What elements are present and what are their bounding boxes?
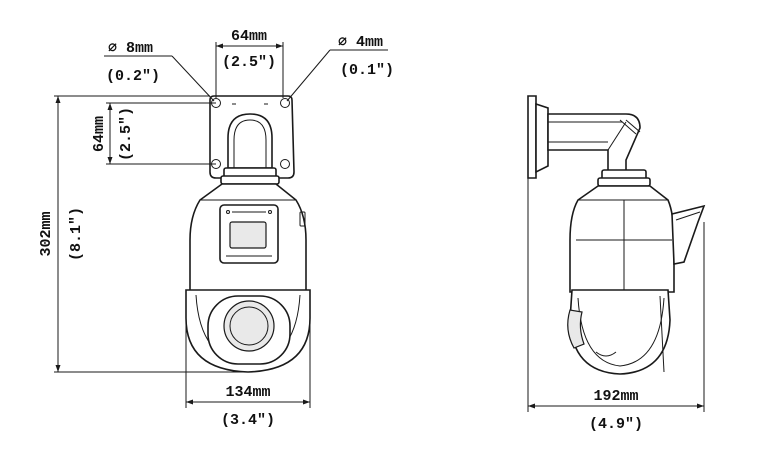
dim-bottom-width: 134mm (3.4") bbox=[185, 318, 311, 429]
side-height-in: (2.5") bbox=[118, 107, 135, 161]
hole-large-in: (0.2") bbox=[106, 68, 160, 85]
dim-top-width: 64mm (2.5") bbox=[215, 28, 284, 98]
mount-hole-top-right bbox=[280, 98, 290, 108]
top-width-mm: 64mm bbox=[231, 28, 267, 45]
dim-hole-small: ∅ 4mm (0.1") bbox=[286, 34, 394, 102]
side-sunshade bbox=[671, 204, 706, 265]
total-height-in: (8.1") bbox=[68, 207, 85, 261]
collar-ring bbox=[220, 175, 280, 185]
side-housing bbox=[569, 185, 675, 293]
side-bottom-width-in: (4.9") bbox=[589, 416, 643, 433]
camera-housing bbox=[189, 183, 307, 301]
top-width-in: (2.5") bbox=[222, 54, 276, 71]
mount-arm bbox=[227, 113, 273, 169]
dim-hole-large: ∅ 8mm (0.2") bbox=[104, 40, 215, 102]
side-view: 192mm (4.9") bbox=[527, 95, 706, 433]
dim-total-height: 302mm (8.1") bbox=[38, 95, 248, 373]
total-height-mm: 302mm bbox=[38, 211, 55, 256]
bottom-width-in: (3.4") bbox=[221, 412, 275, 429]
front-view: 64mm (2.5") ∅ 8mm (0.2") ∅ 4mm (0.1") 64… bbox=[38, 28, 394, 429]
hole-large-mm: ∅ 8mm bbox=[108, 40, 153, 57]
dim-side-height: 64mm (2.5") bbox=[91, 102, 216, 165]
side-arm bbox=[547, 113, 641, 173]
side-bottom-width-mm: 192mm bbox=[593, 388, 638, 405]
sensor-window bbox=[229, 221, 267, 249]
mount-hole-bottom-right bbox=[280, 159, 290, 169]
side-dome bbox=[567, 289, 671, 375]
hole-small-in: (0.1") bbox=[340, 62, 394, 79]
dim-side-bottom-width: 192mm (4.9") bbox=[527, 178, 705, 433]
bottom-width-mm: 134mm bbox=[225, 384, 270, 401]
lens bbox=[223, 300, 275, 352]
hole-small-mm: ∅ 4mm bbox=[338, 34, 383, 51]
side-height-mm: 64mm bbox=[91, 116, 108, 152]
camera-dome bbox=[185, 289, 311, 373]
side-wall-plate bbox=[527, 95, 537, 179]
